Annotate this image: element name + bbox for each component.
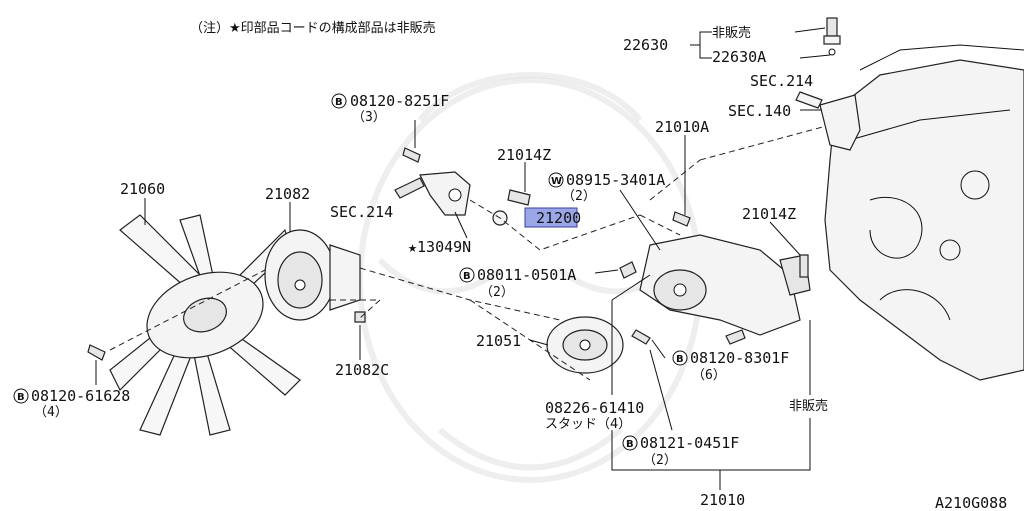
bolt-drawings [87,147,746,361]
bolt-symbol-icon [672,350,688,366]
callout-21051[interactable]: 21051 [476,332,521,350]
callout-08915-3401a[interactable]: 08915-3401A [566,171,665,189]
bolt-symbol-icon [331,93,347,109]
callout-21014z-right[interactable]: 21014Z [742,205,796,223]
callout-08120-8301f-qty: （6） [692,368,726,383]
temp-sensor-22630-drawing [823,17,841,56]
callout-08120-61628-qty: （4） [34,405,68,420]
diagram-code: A210G088 [935,494,1007,511]
fan-clutch-drawing [264,229,361,321]
bolt-symbol-text: B [626,439,634,450]
callout-08226-61410[interactable]: 08226-61410 [545,399,644,417]
callout-21082c[interactable]: 21082C [335,361,389,379]
callout-hihanbai-bottom: 非販売 [789,398,828,414]
callout-21010[interactable]: 21010 [700,491,745,509]
leader-lines [95,27,831,490]
callout-21014z-top[interactable]: 21014Z [497,146,551,164]
callout-21200[interactable]: 21200 [536,209,581,227]
bolt-symbol-text: B [17,392,25,403]
callout-sec140[interactable]: SEC.140 [728,102,791,120]
callout-08121-0451f-qty: （2） [643,453,677,468]
engine-block-drawing [649,44,1024,381]
callout-22630[interactable]: 22630 [623,36,668,54]
thermostat-housing-drawing [394,171,471,216]
callout-08011-0501a-qty: （2） [480,285,514,300]
assembly-dashed-lines [109,199,681,381]
callout-13049n[interactable]: ★13049N [408,238,471,256]
washer-symbol-icon [548,172,564,188]
callout-sec214-left[interactable]: SEC.214 [330,203,393,221]
water-outlet-drawing [795,91,861,151]
pulley-drawing [546,316,624,374]
bolt-symbol-text: B [463,271,471,282]
washer-symbol-text: W [551,176,562,187]
callout-21060[interactable]: 21060 [120,180,165,198]
bolt-symbol-icon [622,435,638,451]
callout-22630a[interactable]: 22630A [712,48,766,66]
callout-08120-8251f-qty: （3） [352,110,386,125]
bolt-symbol-text: B [676,354,684,365]
callout-08120-8251f[interactable]: 08120-8251F [350,92,449,110]
bolt-symbol-icon [13,388,29,404]
bolt-symbol-icon [459,267,475,283]
callout-hihanbai-top: 非販売 [712,25,751,41]
water-pump-drawing [639,234,811,336]
callout-21082[interactable]: 21082 [265,185,310,203]
callout-08011-0501a[interactable]: 08011-0501A [477,266,576,284]
callout-08120-8301f[interactable]: 08120-8301F [690,349,789,367]
callout-21010a[interactable]: 21010A [655,118,709,136]
symbol-circles: B W B B B B [13,93,688,451]
callout-labels: （注）★印部品コードの構成部品は非販売 22630 非販売 22630A SEC… [31,20,1007,511]
note-text: （注）★印部品コードの構成部品は非販売 [190,20,436,36]
highlight-21200[interactable] [524,207,578,228]
callout-08120-61628[interactable]: 08120-61628 [31,387,130,405]
bolt-symbol-text: B [335,97,343,108]
callout-08226-61410-desc: スタッド（4） [545,417,631,432]
thermostat-drawing [492,189,531,226]
callout-sec214-right[interactable]: SEC.214 [750,72,813,90]
callout-08915-3401a-qty: （2） [562,189,596,204]
callout-08121-0451f[interactable]: 08121-0451F [640,434,739,452]
